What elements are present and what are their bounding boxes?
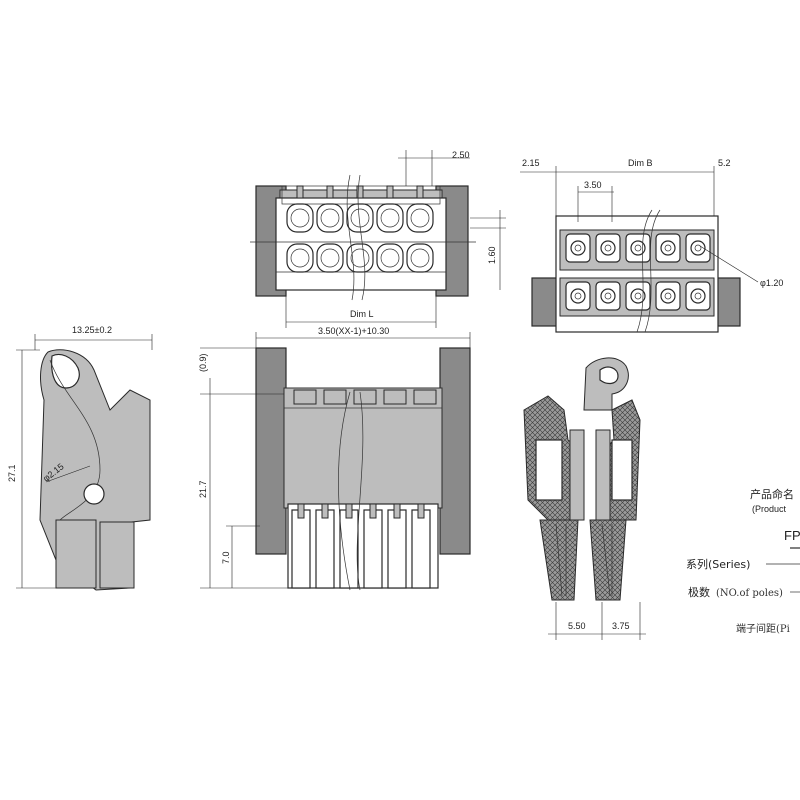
dim-right-b: Dim B [628,158,653,168]
front-slot [413,389,437,405]
top-latch [386,185,394,199]
dim-right-right: 5.2 [718,158,731,168]
top-latch [416,185,424,199]
front-pin [363,509,383,589]
front-pin-tab [393,503,401,519]
top-hole-frame [376,203,404,233]
dim-right-pitch: 3.50 [584,180,602,190]
dim-right-left: 2.15 [522,158,540,168]
dim-section-left: 5.50 [568,621,586,631]
front-pin [291,509,311,589]
dim-side-width: 13.25±0.2 [72,325,112,335]
naming-title-cn: 产品命名 [750,487,794,501]
front-slot [293,389,317,405]
top-hole [380,208,400,228]
side-view: 13.25±0.2 27.1 φ2.15 [7,325,153,591]
front-pin-tab [345,503,353,519]
dim-side-height: 27.1 [7,464,17,482]
front-slot [353,389,377,405]
top-hole [380,248,400,268]
top-hole [320,208,340,228]
right-hole [570,288,586,304]
naming-pitch: 端子间距(Pi [736,622,790,635]
right-hole [570,240,586,256]
right-hole-inner [634,292,642,300]
product-naming: 产品命名 (Product FP 系列(Series) 极数 (NO.of po… [686,487,800,635]
right-hole [690,288,706,304]
right-hole [630,240,646,256]
top-latch [296,185,304,199]
right-hole [600,240,616,256]
right-top-view: 2.15 Dim B 5.2 3.50 φ1.20 [520,158,783,333]
right-hole-inner [574,244,582,252]
naming-code: FP [784,528,800,543]
front-pin [339,509,359,589]
right-hole-inner [574,292,582,300]
top-hole [350,248,370,268]
right-hole-inner [694,244,702,252]
right-hole [660,240,676,256]
front-pin [411,509,431,589]
top-hole [320,248,340,268]
top-hole [290,248,310,268]
dim-top-height: 1.60 [487,246,497,264]
naming-poles-cn: 极数 [688,585,710,599]
top-hole-frame [316,203,344,233]
front-pin [387,509,407,589]
dim-section-right: 3.75 [612,621,630,631]
front-view-pins [291,389,437,589]
top-view: 2.50 1.60 Dim L [250,150,506,328]
section-view: 5.50 3.75 [523,357,646,640]
right-hole [660,288,676,304]
dim-top-l: Dim L [350,309,374,319]
dim-top-pitch: 2.50 [452,150,470,160]
top-hole [410,248,430,268]
front-pin-tab [321,503,329,519]
top-latch [356,185,364,199]
dim-front-offset: (0.9) [198,353,208,372]
right-hole-inner [634,244,642,252]
front-slot [323,389,347,405]
right-hole-inner [664,244,672,252]
top-hole-frame [286,203,314,233]
top-latch [326,185,334,199]
top-hole [290,208,310,228]
front-slot [383,389,407,405]
naming-title-en: (Product [752,504,787,514]
dim-front-width: 3.50(XX-1)+10.30 [318,326,389,336]
dim-front-pin: 7.0 [221,551,231,564]
right-hole-inner [694,292,702,300]
top-hole [410,208,430,228]
front-pin [315,509,335,589]
front-view: 3.50(XX-1)+10.30 (0.9) 21.7 7.0 [198,326,471,591]
dim-right-hole: φ1.20 [760,278,783,288]
right-hole [630,288,646,304]
top-hole-frame [346,203,374,233]
front-pin-tab [297,503,305,519]
front-pin-tab [369,503,377,519]
front-pin-tab [417,503,425,519]
right-hole-inner [604,292,612,300]
right-hole-inner [604,244,612,252]
naming-poles-en: (NO.of poles) [716,588,783,599]
dim-front-height: 21.7 [198,480,208,498]
right-view-holes [565,233,711,311]
naming-series: 系列(Series) [686,557,750,571]
right-hole [690,240,706,256]
right-hole [600,288,616,304]
right-hole-inner [664,292,672,300]
top-hole-frame [406,203,434,233]
